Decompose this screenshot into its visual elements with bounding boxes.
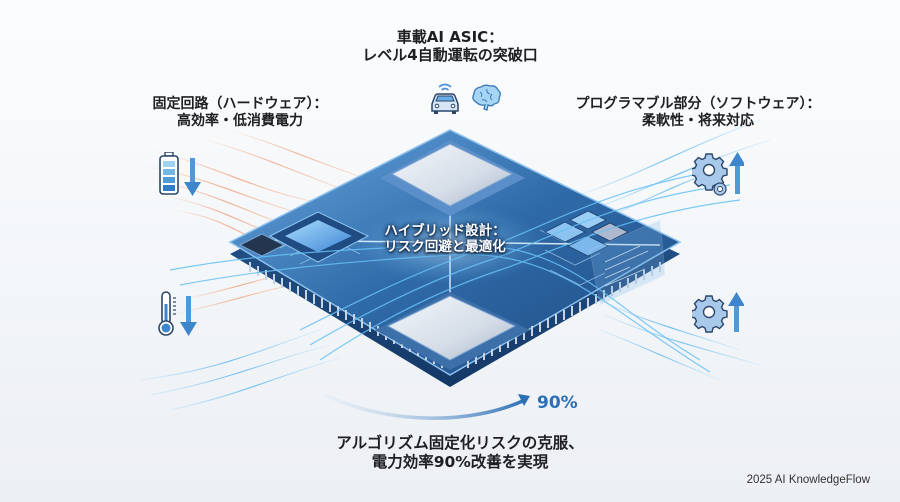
- hardware-label: 固定回路（ハードウェア）： 高効率・低消費電力: [110, 96, 370, 130]
- software-label: プログラマブル部分（ソフトウェア）： 柔軟性・将来対応: [553, 96, 843, 130]
- summary-label: アルゴリズム固定化リスクの克服、 電力効率90%改善を実現: [300, 434, 620, 472]
- hybrid-design-line1: ハイブリッド設計：: [384, 223, 506, 239]
- main-title-line1: 車載AI ASIC：: [396, 28, 504, 46]
- hardware-label-line2: 高効率・低消費電力: [177, 113, 303, 130]
- battery-down-icon: [159, 152, 201, 196]
- brain-icon: [472, 84, 501, 111]
- thermometer-down-icon: [158, 291, 197, 336]
- improvement-percentage: 90%: [537, 393, 578, 413]
- summary-line2: 電力効率90%改善を実現: [371, 452, 549, 471]
- gears-up-icon: [692, 152, 744, 196]
- gear-up-icon: [692, 292, 744, 333]
- hardware-label-line1: 固定回路（ハードウェア）：: [152, 96, 328, 112]
- hybrid-design-label: ハイブリッド設計： リスク回避と最適化: [362, 223, 528, 256]
- hybrid-design-line2: リスク回避と最適化: [384, 239, 506, 256]
- software-label-line2: 柔軟性・将来対応: [642, 113, 754, 130]
- summary-line1: アルゴリズム固定化リスクの克服、: [336, 434, 584, 452]
- software-label-line1: プログラマブル部分（ソフトウェア）：: [575, 96, 821, 112]
- credit-text: 2025 AI KnowledgeFlow: [746, 474, 870, 486]
- main-title-line2: レベル4自動運転の突破口: [362, 46, 538, 65]
- car-wifi-icon: [431, 83, 459, 114]
- main-title: 車載AI ASIC： レベル4自動運転の突破口: [350, 28, 550, 65]
